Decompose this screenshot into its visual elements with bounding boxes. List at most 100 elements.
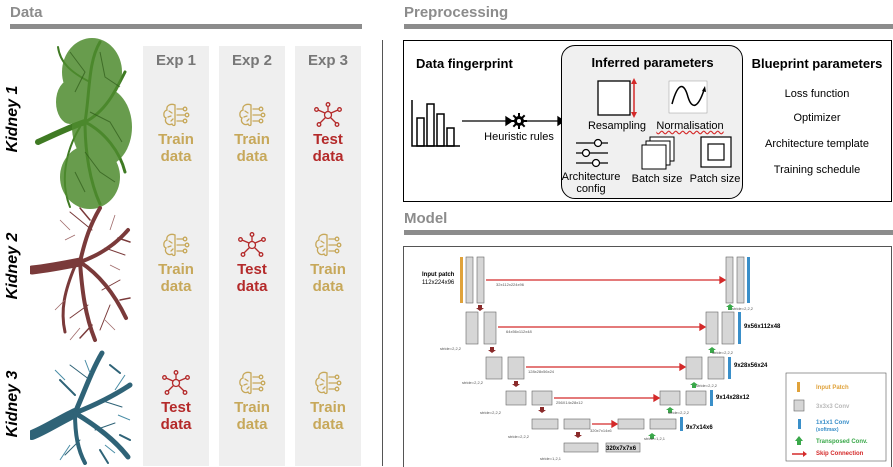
normalisation-icon [668,80,708,114]
up-label-4: stride=2,2,2 [668,410,690,415]
cell-line2: data [236,148,268,165]
data-section-title: Data [10,4,43,21]
up-label-5: stride=1,2,1 [644,436,666,441]
blueprint-optimizer: Optimizer [793,112,841,124]
resampling-icon [597,78,637,118]
skip-label-1: 32x112x224x96 [496,282,524,287]
data-fingerprint-label: Data fingerprint [416,56,513,71]
input-size-label: 112x224x96 [422,280,455,286]
legend-input-patch: Input Patch [816,385,849,391]
stride-label-3: stride=2,2,2 [480,410,502,415]
cell-line1: Test [237,261,267,278]
cell-line1: Train [158,131,194,148]
brain-icon [163,233,190,257]
network-icon [314,102,342,127]
legend-softmax: (softmax) [816,427,839,433]
legend-1x1-conv: 1x1x1 Conv [816,420,850,426]
data-title-bar [10,24,362,29]
model-section-title: Model [404,210,448,227]
cell-line1: Test [313,131,343,148]
stride-label-2: stride=2,2,2 [462,380,484,385]
cell-line2: data [160,416,192,433]
stride-label-4: stride=2,2,2 [508,434,530,439]
brain-icon [315,233,342,257]
out-size-2: 9x28x56x24 [734,363,768,369]
up-label-2: stride=2,2,2 [712,350,734,355]
preprocessing-title-bar [404,24,893,29]
stride-label-1: stride=2,2,2 [440,346,462,351]
skip-label-3: 128x28x56x24 [528,369,555,374]
out-size-4: 9x7x14x6 [686,425,713,431]
skip-label-4: 256X14x28x12 [556,400,583,405]
inferred-parameters-box [561,45,743,199]
architecture-config-label: Architecture config [561,171,621,195]
cell-line2: data [312,278,344,295]
exp1-header: Exp 1 [155,52,197,69]
normalisation-label: Normalisation [656,120,724,132]
section-divider [382,40,383,466]
exp1-column [143,46,209,466]
skip-label-2: 64x56x112x48 [506,329,532,334]
batch-size-icon [641,136,675,170]
kidney3-label: Kidney 3 [4,370,21,438]
cell-line2: data [312,416,344,433]
patch-size-icon [700,136,732,168]
input-patch-block [460,257,463,303]
legend-transposed-conv: Transposed Conv. [816,439,868,445]
bottleneck-size: 320x7x7x6 [606,446,637,452]
cell-line1: Train [158,261,194,278]
inferred-parameters-title: Inferred parameters [591,55,714,70]
out-size-3: 9x14x28x12 [716,395,750,401]
exp3-header: Exp 3 [307,52,349,69]
gear-icon [511,113,527,129]
blueprint-parameters-title: Blueprint parameters [751,56,883,71]
network-icon [162,370,190,395]
cell-line1: Train [310,399,346,416]
patch-size-label: Patch size [689,173,741,185]
exp2-column [219,46,285,466]
batch-size-label: Batch size [631,173,683,185]
up-label-3: stride=2,2,2 [696,383,718,388]
exp3-column [295,46,361,466]
brain-icon [315,371,342,395]
out-size-1: 9x56x112x48 [744,324,781,330]
blueprint-training-schedule: Training schedule [773,164,861,176]
brain-icon [239,371,266,395]
cell-line2: data [236,416,268,433]
blueprint-loss-function: Loss function [784,88,850,100]
cell-line1: Test [161,399,191,416]
cell-line1: Train [310,261,346,278]
up-label-1: stride=2,2,2 [732,306,754,311]
cell-line2: data [312,148,344,165]
legend-skip-connection: Skip Connection [816,451,864,457]
blueprint-architecture-template: Architecture template [765,138,869,150]
cell-line2: data [160,278,192,295]
kidney2-image [30,206,131,342]
model-title-bar [404,230,893,235]
kidney2-label: Kidney 2 [4,232,21,300]
cell-line1: Train [234,399,270,416]
cell-line1: Train [234,131,270,148]
stride-label-5: stride=1,2,1 [540,456,562,461]
resampling-label: Resampling [587,120,647,132]
skip-label-5: 320x7x14x6 [590,428,612,433]
kidney1-image [35,38,132,209]
brain-icon [163,103,190,127]
unet-diagram [460,256,887,462]
sliders-icon [576,138,608,168]
kidney1-label: Kidney 1 [4,85,21,153]
cell-line2: data [236,278,268,295]
kidney3-image [30,350,133,465]
legend-conv: 3x3x3 Conv [816,404,850,410]
input-patch-label: Input patch [422,272,455,278]
network-icon [238,232,266,257]
exp2-header: Exp 2 [231,52,273,69]
heuristic-rules-label: Heuristic rules [484,131,554,143]
